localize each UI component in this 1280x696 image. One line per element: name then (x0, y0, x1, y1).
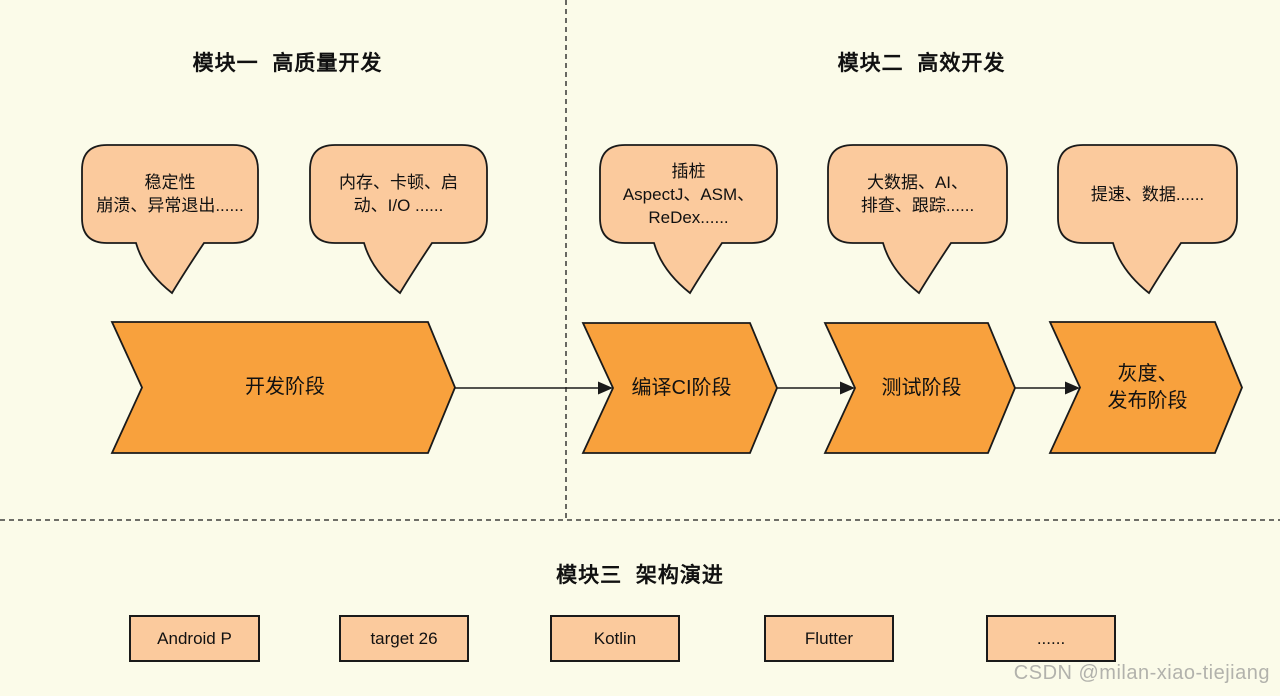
architecture-box-kotlin: Kotlin (550, 615, 680, 662)
architecture-box-target26: target 26 (339, 615, 469, 662)
callout-bubble-stability (81, 144, 259, 295)
stage-label-development: 开发阶段 (245, 376, 325, 398)
architecture-box-more: ...... (986, 615, 1116, 662)
stage-chevron-release (1048, 321, 1243, 454)
architecture-box-flutter: Flutter (764, 615, 894, 662)
callout-text-memory: 内存、卡顿、启 动、I/O ...... (339, 173, 458, 215)
module2-title: 模块二 高效开发 (837, 52, 1006, 75)
callout-bubble-speedup (1057, 144, 1238, 295)
stage-label-test: 测试阶段 (881, 376, 962, 399)
csdn-watermark: CSDN @milan-xiao-tiejiang (1013, 662, 1270, 684)
flow-arrowhead-1-icon (598, 381, 613, 395)
callout-text-bigdata: 大数据、AI、 排查、跟踪...... (860, 173, 975, 215)
architecture-box-androidp: Android P (129, 615, 260, 662)
stage-label-ci: 编译CI阶段 (631, 376, 732, 399)
module3-title: 模块三 架构演进 (556, 564, 724, 587)
stage-chevron-development (110, 321, 456, 454)
flow-arrowhead-2-icon (840, 381, 855, 395)
callout-text-stability: 稳定性 崩溃、异常退出...... (96, 173, 244, 215)
callout-text-instrumentation: 插桩 AspectJ、ASM、 ReDex...... (622, 161, 755, 227)
module1-title: 模块一 高质量开发 (192, 52, 383, 75)
stage-label-release: 灰度、 发布阶段 (1107, 362, 1188, 412)
callout-bubble-bigdata (827, 144, 1008, 295)
callout-bubble-memory (309, 144, 488, 295)
flow-arrowhead-3-icon (1065, 381, 1080, 395)
callout-text-speedup: 提速、数据...... (1090, 184, 1205, 204)
callout-bubble-instrumentation (599, 144, 778, 295)
